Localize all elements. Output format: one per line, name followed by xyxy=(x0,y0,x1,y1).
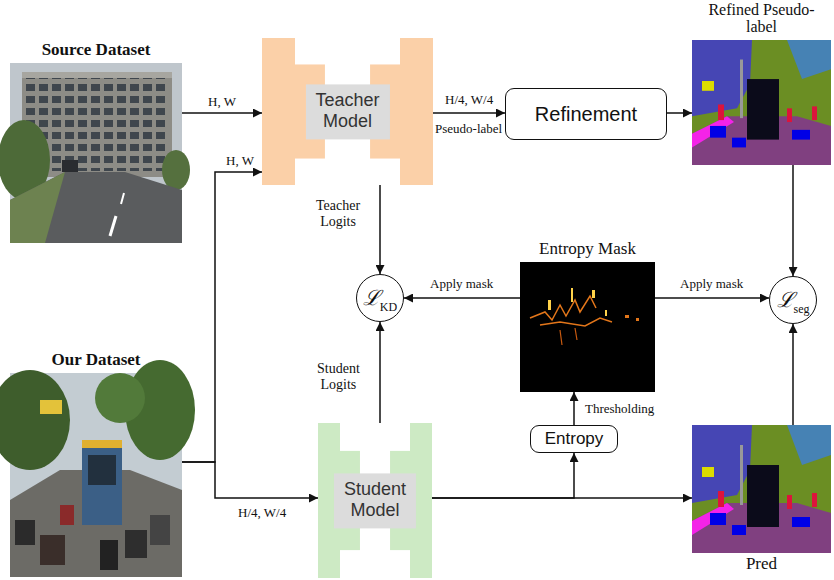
motorcycle xyxy=(150,515,170,545)
edge-label: Apply mask xyxy=(428,276,495,291)
motorcycle xyxy=(40,535,65,565)
tree xyxy=(95,373,145,423)
prediction-map: Pred xyxy=(692,425,831,553)
teacher-model: Teacher Model xyxy=(262,38,433,185)
connector-arrow xyxy=(379,185,381,274)
loss-circle: ℒKD xyxy=(356,274,404,322)
uncertain-spot xyxy=(548,300,551,310)
motorcycle xyxy=(15,520,35,545)
entropy-mask-image xyxy=(520,262,655,392)
loss-letter: ℒ xyxy=(363,286,380,310)
car xyxy=(62,160,78,172)
truck-window xyxy=(88,455,116,485)
edge-label: H/4, W/4 xyxy=(236,505,288,520)
process-box: Refinement xyxy=(505,88,667,140)
network-layer xyxy=(400,38,433,185)
connector-arrow xyxy=(792,165,794,276)
uncertain-spot xyxy=(636,318,639,321)
pseudo-label-map xyxy=(692,40,831,165)
image-heading: Source Dataset xyxy=(6,41,186,59)
connector-arrow xyxy=(432,497,692,499)
edge-label: Teacher Logits xyxy=(314,198,362,230)
segmentation-map: Refined Pseudo-label xyxy=(692,40,831,165)
source-photo xyxy=(0,63,190,243)
truck xyxy=(82,440,122,525)
connector-arrow xyxy=(667,112,692,114)
edge-label: Pseudo-label xyxy=(433,121,504,136)
connector-arrow xyxy=(404,297,520,299)
loss-circle: ℒseg xyxy=(769,276,817,324)
connector-arrow xyxy=(655,297,769,299)
lane-mark xyxy=(121,193,124,204)
loss-symbol: ℒKD xyxy=(363,288,397,309)
motorcycle xyxy=(125,530,147,558)
grass xyxy=(10,172,65,243)
loss-letter: ℒ xyxy=(777,288,794,312)
rider xyxy=(60,505,74,525)
dataset-photo: Source Dataset xyxy=(10,63,182,243)
network-layer xyxy=(262,38,295,185)
process-box: Entropy xyxy=(530,425,618,453)
prediction-map xyxy=(692,425,831,553)
uncertain-spot xyxy=(625,315,629,318)
connector-arrow xyxy=(182,112,262,114)
road xyxy=(10,172,182,243)
connector-arrow xyxy=(182,462,318,498)
size-label: H/4, W/4 xyxy=(443,92,495,107)
connector-arrow xyxy=(182,172,262,462)
mask-ground xyxy=(520,262,655,392)
image-heading: Our Dataset xyxy=(6,351,186,369)
model-name: Teacher Model xyxy=(305,84,389,139)
edge-label: H, W xyxy=(206,94,238,109)
tree xyxy=(0,370,70,470)
sign xyxy=(40,400,62,414)
truck-stripe xyxy=(82,440,122,448)
edge-label: H, W xyxy=(224,153,256,168)
uncertain-edge xyxy=(540,318,612,326)
our-photo xyxy=(0,360,195,577)
connector-arrow xyxy=(433,112,505,114)
model-name: Student Model xyxy=(334,473,416,528)
edge-label: Student Logits xyxy=(315,361,362,393)
loss-symbol: ℒseg xyxy=(777,290,810,311)
image-heading: Refined Pseudo-label xyxy=(707,2,817,36)
lane-mark xyxy=(110,216,116,236)
connector-arrow xyxy=(379,322,381,423)
uncertain-spot xyxy=(571,288,573,302)
edge-label: Thresholding xyxy=(583,401,656,416)
student-model: Student Model xyxy=(318,423,432,578)
edge-label: Apply mask xyxy=(678,276,745,291)
dataset-photo: Our Dataset xyxy=(10,373,182,577)
box-label: Refinement xyxy=(535,103,637,126)
uncertain-spot xyxy=(605,310,607,316)
box-label: Entropy xyxy=(545,429,604,449)
connector-arrow xyxy=(432,453,574,498)
connector-arrow xyxy=(792,324,794,425)
uncertain-edge xyxy=(530,296,596,320)
uncertain-edge xyxy=(560,328,577,345)
image-heading: Entropy Mask xyxy=(513,240,663,258)
entropy-map: Entropy Mask xyxy=(520,262,655,392)
image-heading: Pred xyxy=(712,555,812,573)
motorcycle xyxy=(100,540,118,570)
loss-subscript: seg xyxy=(794,302,810,316)
loss-subscript: KD xyxy=(380,300,397,314)
roof xyxy=(22,72,172,78)
uncertain-spot xyxy=(592,290,595,298)
connector-arrow xyxy=(573,392,575,425)
tree xyxy=(162,150,190,190)
